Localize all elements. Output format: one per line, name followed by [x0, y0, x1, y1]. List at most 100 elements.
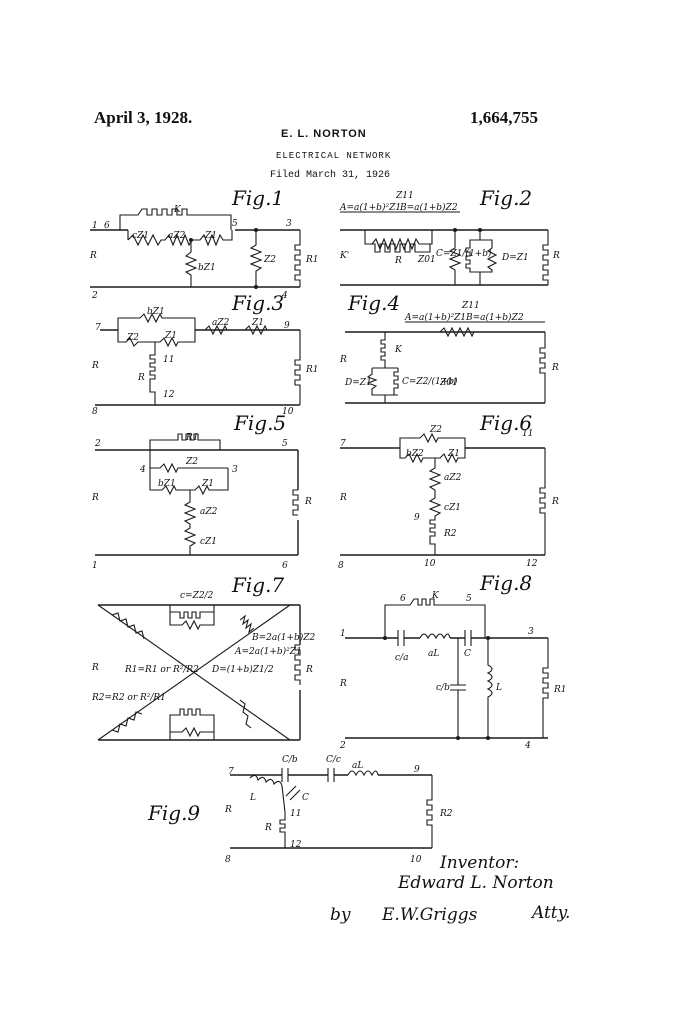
- fig3-label-z2: Z2: [126, 333, 139, 343]
- fig9-label-al: aL: [352, 761, 363, 771]
- fig8-terminal-4: 4: [524, 741, 531, 751]
- fig2-label-c: C=Z1/(1+b): [436, 248, 492, 259]
- atty-label: Atty.: [530, 903, 570, 923]
- fig8-terminal-1: 1: [340, 629, 346, 639]
- fig1-title: Fig.1: [231, 186, 284, 210]
- fig7-label-c: c=Z2/2: [180, 591, 214, 601]
- figure-5: Fig.5 2 5 4 3 1 6 R1 Z2 bZ1 Z1 aZ2 cZ1 R…: [91, 411, 312, 571]
- fig5-label-r1: R1: [185, 433, 199, 443]
- fig9-label-c-b: C/b: [282, 755, 298, 765]
- fig6-terminal-8: 8: [338, 561, 344, 571]
- fig1-label-r1: R1: [305, 255, 319, 265]
- fig5-label-z2: Z2: [185, 457, 198, 467]
- fig1-label-z2: Z2: [263, 255, 276, 265]
- fig7-title: Fig.7: [231, 573, 284, 597]
- fig7-label-d: D=(1+b)Z1/2: [211, 664, 274, 675]
- fig8-terminal-5: 5: [466, 594, 472, 604]
- fig4-label-z11: Z11: [461, 301, 480, 311]
- fig8-label-k: K: [431, 591, 440, 601]
- fig4-formula-b: B=a(1+b)Z2: [465, 312, 524, 323]
- fig7-label-a: A=2a(1+b)²Z1: [234, 646, 302, 657]
- fig7-label-b: B=2a(1+b)Z2: [251, 632, 316, 643]
- fig2-formula-a: A=a(1+b)²Z1: [339, 202, 401, 213]
- fig4-label-z01: Z01: [439, 378, 458, 388]
- fig2-label-z11: Z11: [395, 191, 414, 201]
- inventor-label: Inventor:: [439, 853, 519, 873]
- fig9-label-c-c: C/c: [326, 755, 341, 765]
- figure-8: Fig.8 6 5 1 3 2 4 K c/a aL C c/b L R1 R: [339, 571, 567, 751]
- fig9-title: Fig.9: [147, 801, 200, 825]
- fig2-label-kprime: K': [339, 251, 349, 261]
- fig5-terminal-6: 6: [282, 561, 288, 571]
- fig2-formula-b: B=a(1+b)Z2: [399, 202, 458, 213]
- fig6-label-r2: R2: [443, 529, 457, 539]
- fig9-terminal-10: 10: [410, 855, 422, 865]
- fig6-label-r: R: [339, 493, 347, 503]
- fig2-label-r: R: [394, 256, 402, 266]
- figure-3: Fig.3 7 9 11 12 8 10 bZ1 Z2 Z1 aZ2 Z1 R …: [91, 291, 319, 417]
- figure-2: Fig.2 Z11 A=a(1+b)²Z1 B=a(1+b)Z2 K' R Z0…: [339, 186, 560, 286]
- fig3-terminal-8: 8: [92, 407, 98, 417]
- fig5-label-bz1: bZ1: [158, 479, 176, 489]
- fig9-terminal-11: 11: [290, 809, 301, 819]
- fig3-label-az2: aZ2: [212, 318, 230, 328]
- fig3-terminal-12: 12: [163, 390, 175, 400]
- fig5-label-r: R: [91, 493, 99, 503]
- fig3-terminal-7: 7: [95, 323, 101, 333]
- fig8-label-l: L: [495, 683, 502, 693]
- fig8-label-al: aL: [428, 649, 439, 659]
- fig1-label-bz1: bZ1: [198, 263, 216, 273]
- fig4-formula-a: A=a(1+b)²Z1: [404, 312, 466, 323]
- fig3-label-bz1: bZ1: [147, 307, 165, 317]
- figure-6: Fig.6 7 11 9 10 8 12 Z2 bZ2 Z1 aZ2 cZ1 R…: [338, 411, 559, 571]
- fig5-terminal-1: 1: [92, 561, 98, 571]
- fig1-label-z1: Z1: [204, 231, 217, 241]
- fig8-label-r1: R1: [553, 685, 567, 695]
- fig9-label-r2: R2: [439, 809, 453, 819]
- patent-date: April 3, 1928.: [94, 108, 193, 127]
- figure-9: Fig.9 7 9 11 12 8 10 C/b C/c aL L C R R …: [147, 755, 453, 865]
- figure-4: Fig.4 Z11 A=a(1+b)²Z1 B=a(1+b)Z2 R K D=Z…: [339, 291, 559, 404]
- fig6-label-cz1: cZ1: [444, 503, 461, 513]
- fig4-label-r2: R: [551, 363, 559, 373]
- fig9-label-l: L: [249, 793, 256, 803]
- fig6-terminal-7: 7: [340, 439, 346, 449]
- fig7-label-r2: R2=R2 or R²/R1: [91, 693, 166, 703]
- fig6-terminal-10: 10: [424, 559, 436, 569]
- fig3-label-r: R: [137, 373, 145, 383]
- fig1-terminal-4: 4: [281, 291, 288, 301]
- fig7-label-r-right: R: [305, 665, 313, 675]
- fig7-label-r1: R1=R1 or R²/R2: [124, 665, 199, 675]
- fig1-label-r: R: [89, 251, 97, 261]
- fig1-label-az2: aZ2: [168, 231, 186, 241]
- fig6-terminal-9: 9: [414, 513, 420, 523]
- by-label: by: [330, 905, 351, 925]
- fig3-label-z1: Z1: [164, 331, 177, 341]
- fig1-label-cz1: cZ1: [132, 231, 149, 241]
- fig9-terminal-12: 12: [290, 840, 302, 850]
- fig5-label-az2: aZ2: [200, 507, 218, 517]
- fig5-title: Fig.5: [233, 411, 286, 435]
- fig4-title: Fig.4: [347, 291, 400, 315]
- fig8-label-c: C: [464, 649, 471, 659]
- filing-date: Filed March 31, 1926: [270, 170, 391, 181]
- fig9-label-r-left: R: [224, 805, 232, 815]
- fig9-terminal-9: 9: [414, 765, 420, 775]
- fig8-label-r: R: [339, 679, 347, 689]
- fig6-label-z2: Z2: [429, 425, 442, 435]
- fig5-label-cz1: cZ1: [200, 537, 217, 547]
- fig3-terminal-11: 11: [163, 355, 174, 365]
- fig3-label-r1: R1: [305, 365, 319, 375]
- attorney-signature: E.W.Griggs: [381, 905, 478, 925]
- fig5-label-z1: Z1: [201, 479, 214, 489]
- fig8-label-c-b: c/b: [436, 683, 450, 693]
- fig6-label-r-right: R: [551, 497, 559, 507]
- fig9-terminal-7: 7: [228, 767, 234, 777]
- fig1-label-k: K: [173, 205, 182, 215]
- fig4-label-c: C=Z2/(1+b): [402, 376, 458, 387]
- fig2-label-z01: Z01: [417, 255, 436, 265]
- fig6-label-bz2: bZ2: [406, 449, 424, 459]
- fig3-title: Fig.3: [231, 291, 284, 315]
- inventor-header: E. L. NORTON: [281, 128, 367, 140]
